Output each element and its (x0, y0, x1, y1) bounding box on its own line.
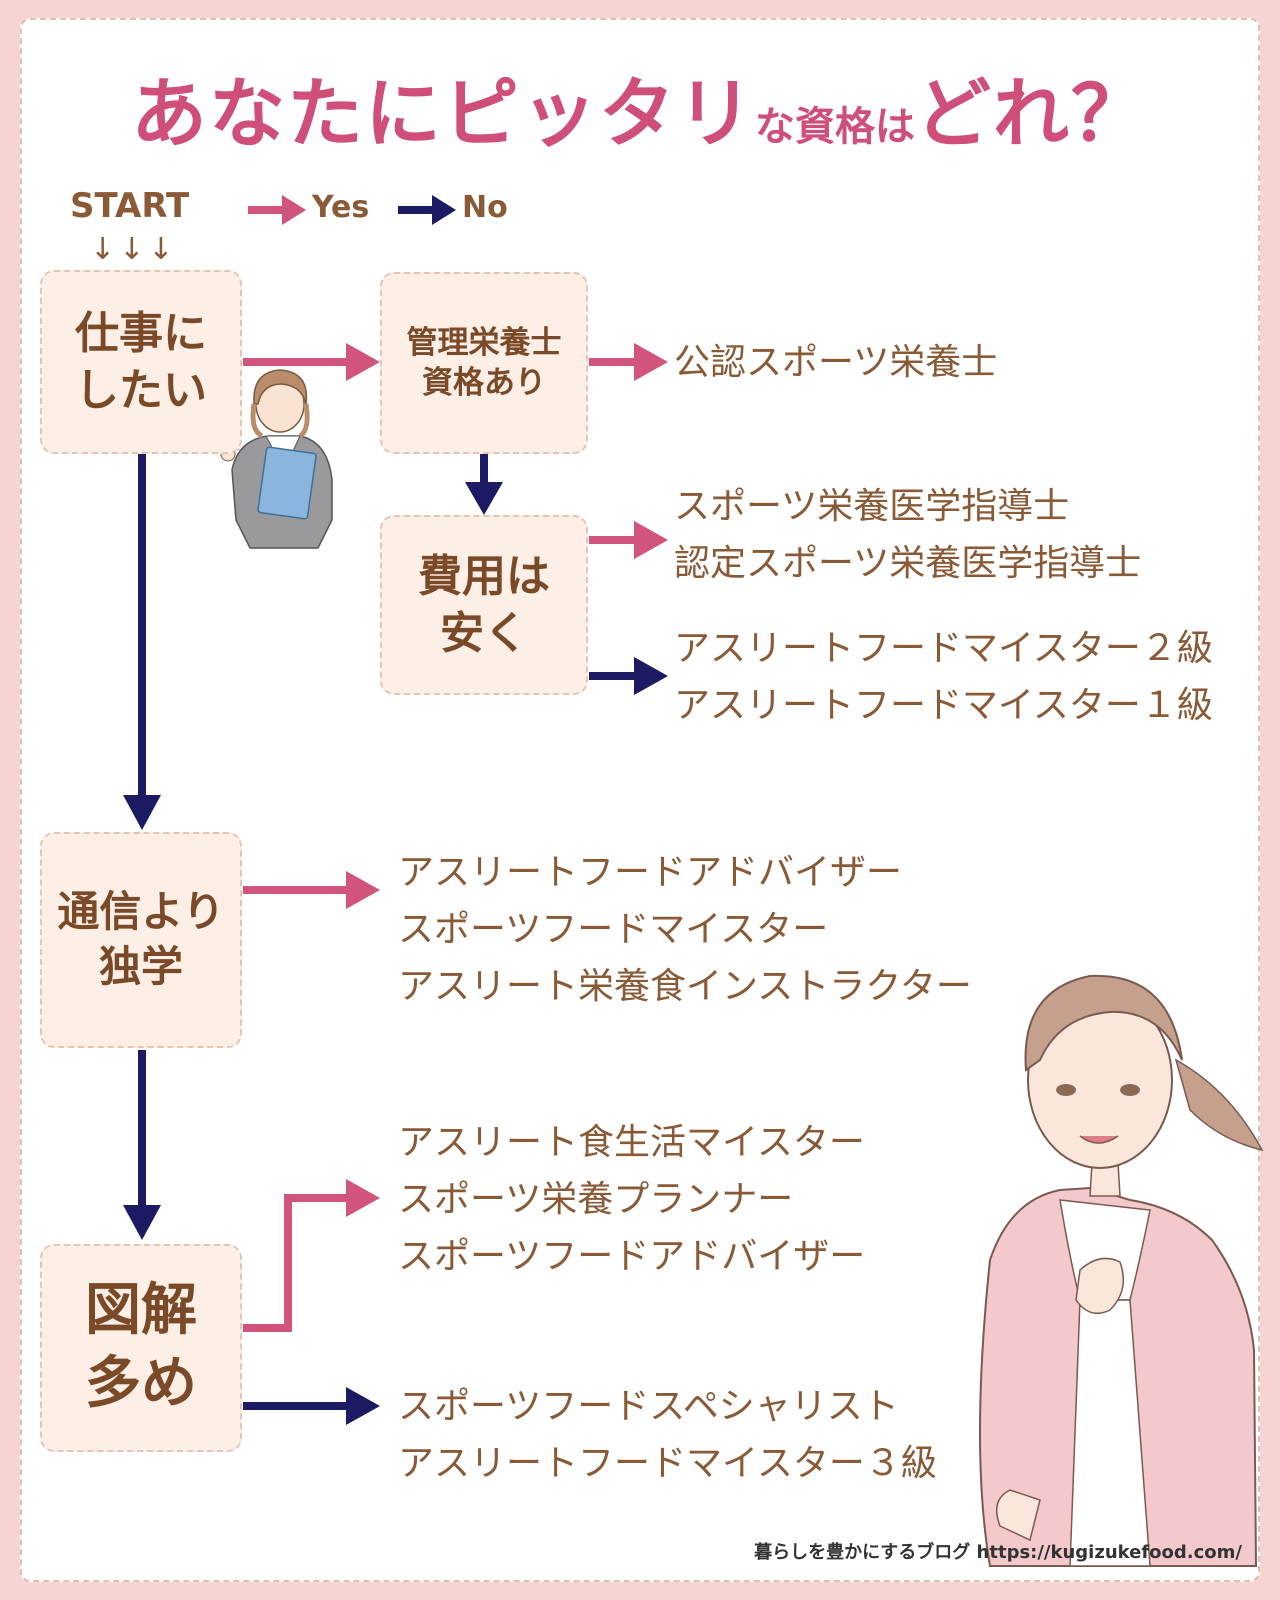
arrow-cost-yes (589, 521, 668, 559)
result-r1: 公認スポーツ栄養士 (674, 334, 997, 391)
result-r4: アスリートフードアドバイザー スポーツフードマイスター アスリート栄養食インスト… (398, 844, 972, 1015)
result-r6-item-1: スポーツフードスペシャリスト (398, 1386, 899, 1427)
result-r4-item-2: スポーツフードマイスター (398, 909, 829, 950)
node-dietitian-line-2: 資格あり (422, 365, 546, 401)
arrow-cost-no (589, 657, 668, 695)
node-illustrations-line-2: 多め (85, 1351, 197, 1416)
arrow-illustrations-yes (243, 1179, 380, 1332)
result-r2: スポーツ栄養医学指導士 認定スポーツ栄養医学指導士 (674, 478, 1141, 592)
result-r5-item-2: スポーツ栄養プランナー (398, 1179, 794, 1220)
node-illustrations-line-1: 図解 (85, 1278, 197, 1344)
start-label: START (70, 186, 190, 226)
result-r3-item-2: アスリートフードマイスター１級 (674, 685, 1213, 726)
running-woman-illustration (979, 974, 1264, 1567)
node-cost-line-2: 安く (440, 608, 528, 659)
node-correspondence-line-1: 通信より (57, 887, 225, 937)
result-r5-item-1: アスリート食生活マイスター (398, 1122, 865, 1163)
node-dietitian: 管理栄養士 資格あり (380, 272, 588, 454)
start-down-arrows: ↓↓↓ (90, 232, 178, 267)
node-cost-line-1: 費用は (418, 550, 550, 602)
result-r3: アスリートフードマイスター２級 アスリートフードマイスター１級 (674, 620, 1213, 734)
result-r2-item-2: 認定スポーツ栄養医学指導士 (674, 543, 1142, 584)
result-r4-item-3: アスリート栄養食インストラクター (398, 966, 972, 1007)
result-r3-item-1: アスリートフードマイスター２級 (674, 628, 1213, 669)
arrow-work-yes (243, 343, 380, 381)
arrow-work-no (123, 454, 161, 830)
result-r4-item-1: アスリートフードアドバイザー (398, 852, 903, 893)
node-illustrations: 図解 多め (40, 1244, 242, 1452)
page-title: あなたにピッタリな資格はどれ？ (0, 52, 1280, 162)
arrow-illustrations-no (243, 1387, 380, 1425)
node-work: 仕事に したい (40, 270, 242, 454)
title-part-3: どれ？ (915, 69, 1149, 158)
result-r6-item-2: アスリートフードマイスター３級 (398, 1443, 937, 1484)
arrow-dietitian-no (465, 454, 503, 515)
node-correspondence: 通信より 独学 (40, 832, 242, 1048)
node-work-line-2: したい (75, 365, 207, 416)
result-r6: スポーツフードスペシャリスト アスリートフードマイスター３級 (398, 1378, 937, 1492)
footer-credit[interactable]: 暮らしを豊かにするブログ https://kugizukefood.com/ (754, 1542, 1242, 1563)
teacher-woman-illustration (218, 369, 333, 549)
arrow-correspondence-yes (243, 871, 380, 909)
node-correspondence-line-2: 独学 (98, 942, 183, 991)
legend-no-label: No (462, 190, 508, 225)
node-work-line-1: 仕事に (75, 307, 207, 359)
arrow-dietitian-yes (589, 343, 668, 381)
result-r2-item-1: スポーツ栄養医学指導士 (674, 486, 1070, 527)
legend-no-arrow (398, 195, 456, 225)
title-part-1: あなたにピッタリ (131, 69, 755, 158)
result-r5-item-3: スポーツフードアドバイザー (398, 1236, 866, 1277)
node-cost: 費用は 安く (380, 515, 588, 695)
legend-yes-label: Yes (312, 190, 370, 225)
result-r1-item-1: 公認スポーツ栄養士 (674, 342, 998, 383)
result-r5: アスリート食生活マイスター スポーツ栄養プランナー スポーツフードアドバイザー (398, 1114, 865, 1285)
title-part-2: な資格は (755, 104, 915, 150)
legend-yes-arrow (248, 195, 306, 225)
arrow-correspondence-no (123, 1050, 161, 1240)
node-dietitian-line-1: 管理栄養士 (406, 324, 562, 361)
